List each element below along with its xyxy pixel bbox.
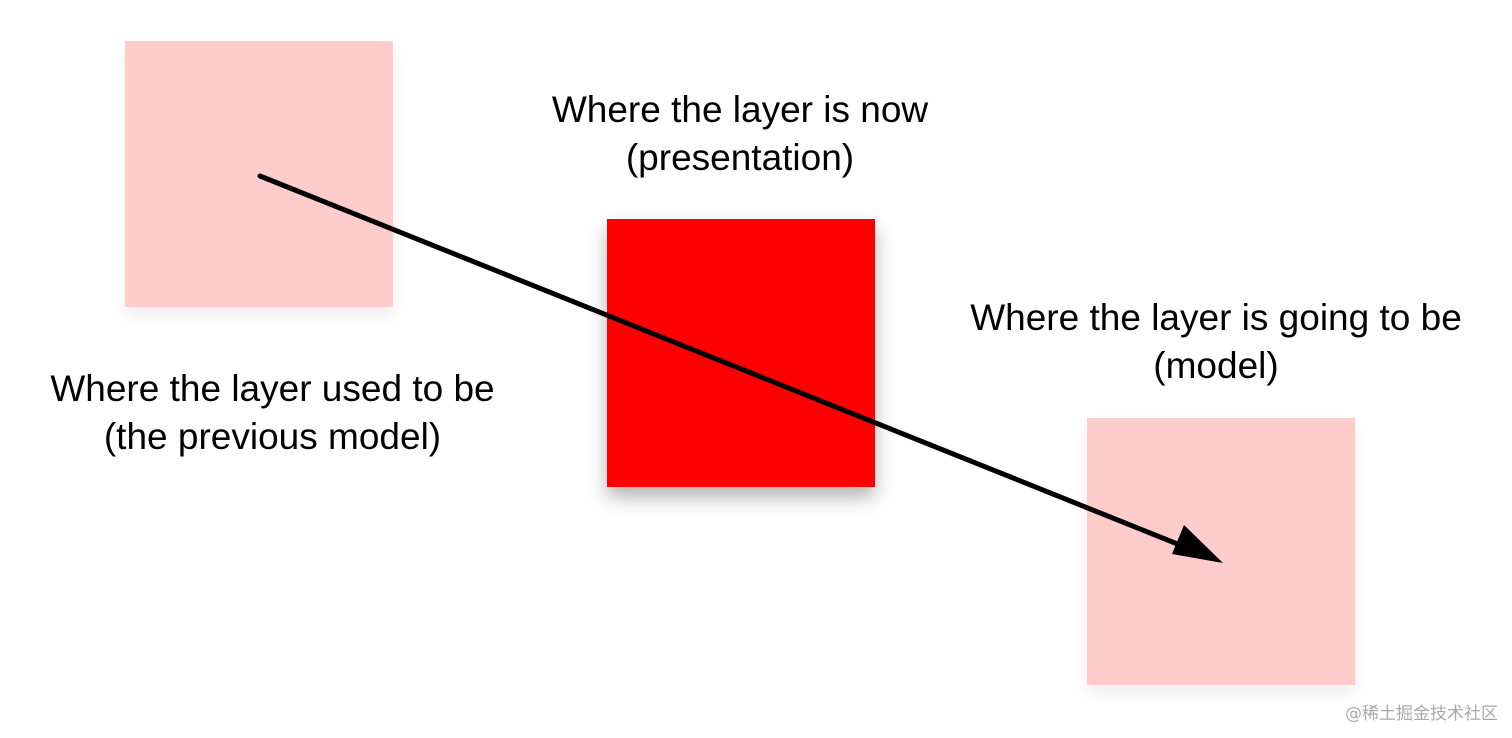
caption-presentation-line1: Where the layer is now — [551, 89, 929, 130]
arrow-head — [1172, 525, 1223, 563]
caption-model-line1: Where the layer is going to be — [970, 297, 1462, 338]
caption-presentation: Where the layer is now (presentation) — [500, 86, 980, 182]
caption-model-line2: (model) — [1153, 345, 1279, 386]
caption-model: Where the layer is going to be (model) — [920, 294, 1512, 390]
caption-previous-model: Where the layer used to be (the previous… — [0, 365, 545, 461]
watermark-text: @稀土掘金技术社区 — [1345, 704, 1498, 724]
arrow-shaft — [257, 173, 1193, 552]
presentation-layer — [607, 219, 875, 487]
caption-previous-model-line2: (the previous model) — [103, 416, 442, 457]
model-layer — [1087, 418, 1355, 685]
caption-previous-model-line1: Where the layer used to be — [50, 368, 495, 409]
caption-presentation-line2: (presentation) — [625, 137, 855, 178]
